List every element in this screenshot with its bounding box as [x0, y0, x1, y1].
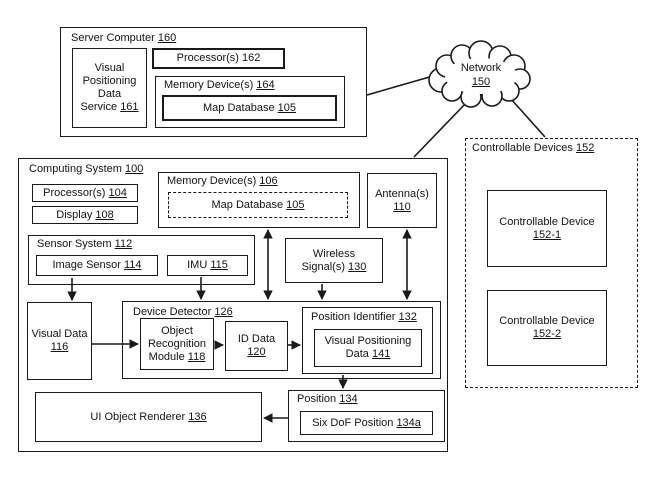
- computing-system-label: Computing System 100: [29, 163, 144, 175]
- display-label: Display 108: [56, 208, 114, 221]
- image-sensor-label: Image Sensor 114: [52, 259, 142, 271]
- visual-positioning-data-label: Visual Positioning Data 141: [324, 335, 412, 360]
- visual-positioning-data-box: Visual Positioning Data 141: [314, 329, 422, 367]
- sensor-system-label: Sensor System 112: [37, 238, 133, 250]
- controllable-device-1-label: Controllable Device 152-1: [499, 215, 595, 241]
- visual-positioning-data-service-label: Visual Positioning Data Service 161: [80, 62, 139, 113]
- map-database-box: Map Database 105: [168, 192, 348, 218]
- network-cloud-label: Network 150: [460, 62, 502, 88]
- id-data-box: ID Data 120: [225, 321, 288, 371]
- memory-devices-label: Memory Device(s) 106: [167, 175, 278, 187]
- position-label: Position 134: [297, 393, 358, 405]
- wireless-signals-label: Wireless Signal(s) 130: [301, 247, 367, 273]
- position-identifier-label: Position Identifier 132: [311, 311, 417, 323]
- image-sensor-box: Image Sensor 114: [36, 255, 158, 276]
- six-dof-position-label: Six DoF Position 134a: [312, 416, 421, 429]
- map-database-label: Map Database 105: [211, 198, 305, 211]
- visual-data-label: Visual Data 116: [31, 328, 88, 353]
- processors-label: Processor(s) 104: [43, 186, 127, 199]
- object-recognition-module-box: Object Recognition Module 118: [140, 318, 214, 370]
- visual-data-box: Visual Data 116: [27, 302, 92, 380]
- imu-box: IMU 115: [167, 255, 248, 276]
- link-server-to-network: [366, 75, 434, 96]
- server-processors-label: Processor(s) 162: [176, 52, 261, 64]
- id-data-label: ID Data 120: [237, 333, 276, 358]
- ui-object-renderer-box: UI Object Renderer 136: [35, 392, 262, 442]
- controllable-device-2-label: Controllable Device 152-2: [499, 315, 595, 340]
- server-map-database-box: Map Database 105: [162, 95, 337, 121]
- wireless-signals-box: Wireless Signal(s) 130: [285, 238, 383, 283]
- ui-object-renderer-label: UI Object Renderer 136: [90, 410, 207, 423]
- device-detector-label: Device Detector 126: [133, 306, 233, 318]
- antenna-box: Antenna(s) 110: [367, 173, 437, 228]
- display-box: Display 108: [32, 206, 138, 224]
- server-memory-label: Memory Device(s) 164: [164, 79, 275, 91]
- antenna-label: Antenna(s) 110: [375, 187, 429, 213]
- six-dof-position-box: Six DoF Position 134a: [300, 411, 433, 435]
- controllable-device-2-box: Controllable Device 152-2: [487, 290, 607, 366]
- link-network-to-controllable: [510, 98, 546, 138]
- link-network-to-computing: [413, 100, 469, 158]
- server-processors-box: Processor(s) 162: [152, 48, 285, 69]
- object-recognition-module-label: Object Recognition Module 118: [147, 324, 207, 363]
- imu-label: IMU 115: [187, 259, 228, 271]
- controllable-devices-label: Controllable Devices 152: [472, 142, 595, 154]
- controllable-device-1-box: Controllable Device 152-1: [487, 190, 607, 267]
- server-map-database-label: Map Database 105: [203, 101, 296, 114]
- visual-positioning-data-service-box: Visual Positioning Data Service 161: [72, 48, 147, 128]
- server-computer-label: Server Computer 160: [71, 32, 177, 44]
- processors-box: Processor(s) 104: [32, 184, 138, 202]
